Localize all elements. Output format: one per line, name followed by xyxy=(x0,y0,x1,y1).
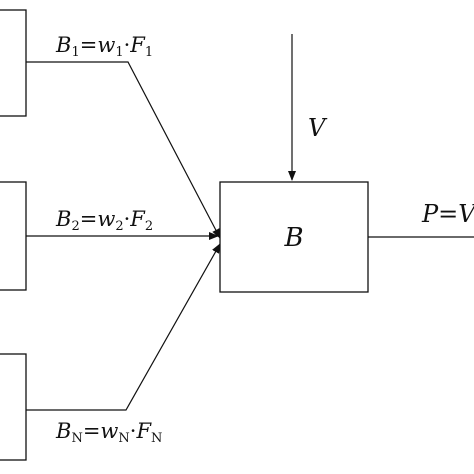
output-label: P=V xyxy=(421,200,474,228)
input-label-n: BN=wN·FN xyxy=(55,419,162,446)
label-f: F xyxy=(129,33,146,57)
label-f: F xyxy=(129,207,146,231)
label-w-sub: 2 xyxy=(115,219,123,234)
label-eq: = xyxy=(83,419,101,443)
input-label-1: B1=w1·F1 xyxy=(55,33,153,60)
label-w: w xyxy=(97,207,115,231)
label-w: w xyxy=(100,419,118,443)
label-dot: · xyxy=(124,207,131,231)
input-box-n xyxy=(0,353,27,461)
label-b-sub: N xyxy=(71,431,82,446)
label-b-sub: 1 xyxy=(71,45,79,60)
label-f: F xyxy=(135,419,152,443)
v-label: V xyxy=(308,114,328,142)
label-b: B xyxy=(55,33,71,57)
label-b: B xyxy=(55,419,71,443)
label-b: B xyxy=(55,207,71,231)
wire-input-n xyxy=(26,243,221,411)
label-dot: · xyxy=(130,419,137,443)
label-eq: = xyxy=(80,33,98,57)
label-eq: = xyxy=(80,207,98,231)
label-w: w xyxy=(97,33,115,57)
wire-input-1 xyxy=(26,61,221,239)
label-w-sub: N xyxy=(118,431,129,446)
center-block xyxy=(219,181,369,293)
label-b-sub: 2 xyxy=(71,219,79,234)
label-f-sub: 1 xyxy=(145,45,153,60)
input-label-2: B2=w2·F2 xyxy=(55,207,153,234)
label-dot: · xyxy=(124,33,131,57)
center-block-label: B xyxy=(283,223,303,253)
input-box-2 xyxy=(0,181,27,291)
input-box-1 xyxy=(0,9,27,117)
label-f-sub: N xyxy=(151,431,162,446)
label-f-sub: 2 xyxy=(145,219,153,234)
label-w-sub: 1 xyxy=(115,45,123,60)
